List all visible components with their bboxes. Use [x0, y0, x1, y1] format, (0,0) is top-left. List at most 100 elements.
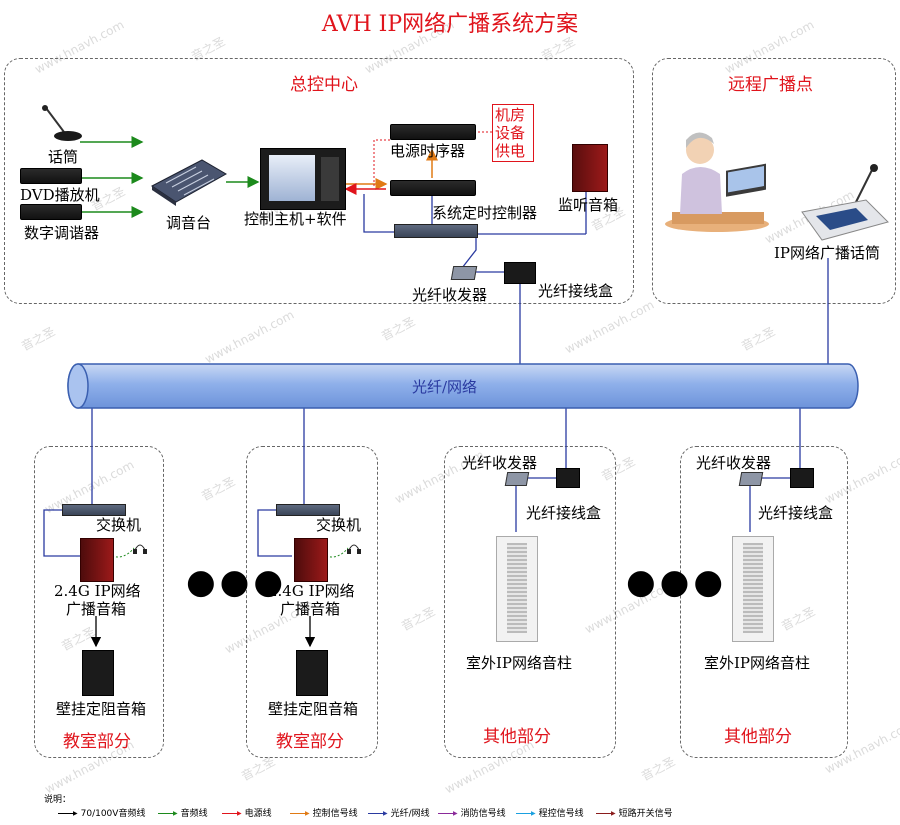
legend-label: 电源线: [244, 809, 272, 819]
switch-icon-classroom-1: [62, 504, 126, 516]
other-zone-2: [680, 446, 848, 758]
control-center-title: 总控中心: [290, 75, 358, 95]
fiber-box-label: 光纤接线盒: [538, 282, 614, 300]
ip-speaker-label-2b: 广播音箱: [280, 600, 341, 618]
legend-arrow-icon: ▶: [383, 810, 388, 817]
classroom-2-switch-speaker: [257, 509, 292, 557]
legend-item: ▶电源线: [222, 806, 272, 819]
control-center-zone: [4, 58, 634, 304]
monitor-speaker-label: 监听音箱: [558, 196, 619, 214]
legend-arrow-icon: ▶: [73, 810, 78, 817]
outdoor-fiber-box-label-1: 光纤接线盒: [526, 504, 602, 522]
switch-label-classroom-2: 交换机: [316, 516, 362, 534]
switch-label-classroom-1: 交换机: [96, 516, 142, 534]
network-label: 光纤/网络: [412, 378, 478, 396]
dvd-icon: [20, 168, 82, 184]
mixer-label: 调音台: [166, 214, 212, 232]
host-label: 控制主机+软件: [244, 210, 347, 228]
legend-line: [290, 813, 306, 814]
outdoor-fiber-box-icon-1: [556, 468, 580, 488]
outdoor-fiber-tx-label-2: 光纤收发器: [696, 454, 772, 472]
room-power-box: 机房 设备 供电: [492, 104, 534, 162]
timer-controller-label: 系统定时控制器: [432, 204, 538, 222]
power-sequencer-label: 电源时序器: [390, 142, 466, 160]
legend-label: 70/100V音频线: [80, 809, 146, 819]
switch-icon-classroom-2: [276, 504, 340, 516]
legend-item: ▶音频线: [158, 806, 208, 819]
classroom-zone-1: [34, 446, 164, 758]
legend-arrow-icon: ▶: [173, 810, 178, 817]
legend-item: ▶光纤/网线: [368, 806, 430, 819]
network-pipe: [67, 363, 859, 409]
legend-line: [158, 813, 174, 814]
tuner-label: 数字调谐器: [24, 224, 100, 242]
timer-controller-icon: [390, 180, 476, 196]
column-speaker-icon-1: [496, 536, 538, 642]
ip-speaker-icon-2: [294, 538, 328, 582]
power-sequencer-icon: [390, 124, 476, 140]
ip-speaker-label-1a: 2.4G IP网络: [54, 582, 141, 600]
switch-icon-center: [394, 224, 478, 238]
network-line-host-switch: [363, 194, 394, 233]
outdoor-fiber-box-icon-2: [790, 468, 814, 488]
other-title-1: 其他部分: [483, 727, 551, 747]
diagram-title: AVH IP网络广播系统方案: [321, 12, 579, 37]
legend-line: [596, 813, 612, 814]
room-power-line-2: 设备: [495, 124, 526, 142]
ellipsis-1: ●●●: [186, 562, 288, 602]
ip-speaker-label-1b: 广播音箱: [66, 600, 127, 618]
remote-zone: [652, 58, 896, 304]
fiber-box-icon: [504, 262, 536, 284]
outdoor-fiber-tx-icon-2: [738, 472, 764, 486]
legend-arrow-icon: ▶: [305, 810, 310, 817]
monitor-speaker-icon: [572, 144, 608, 192]
legend-item: ▶程控信号线: [516, 806, 584, 819]
ip-speaker-icon-1: [80, 538, 114, 582]
other-zone-1: [444, 446, 616, 758]
mixer-icon: [151, 159, 228, 206]
microphone-icon: [42, 105, 82, 141]
classroom-title-2: 教室部分: [276, 732, 344, 752]
column-speaker-icon-2: [732, 536, 774, 642]
classroom-1-wireless: [111, 547, 135, 558]
classroom-2-wireless: [325, 547, 349, 558]
classroom-zone-2: [246, 446, 378, 758]
legend-label: 控制信号线: [312, 809, 358, 819]
power-line-sequencer: [373, 139, 390, 186]
legend-label: 消防信号线: [460, 809, 506, 819]
legend-label: 音频线: [180, 809, 208, 819]
legend-item: ▶控制信号线: [290, 806, 358, 819]
legend-arrow-icon: ▶: [531, 810, 536, 817]
legend-label: 光纤/网线: [390, 809, 430, 819]
other-title-2: 其他部分: [724, 727, 792, 747]
host-icon: [260, 148, 346, 210]
outdoor-fiber-tx-icon-1: [504, 472, 530, 486]
legend-arrow-icon: ▶: [237, 810, 242, 817]
legend-arrow-icon: ▶: [611, 810, 616, 817]
legend-item: ▶消防信号线: [438, 806, 506, 819]
room-power-line-3: 供电: [495, 142, 526, 160]
room-power-line-1: 机房: [495, 106, 526, 124]
legend-line: [58, 813, 74, 814]
wall-speaker-icon-1: [82, 650, 114, 696]
ellipsis-2: ●●●: [626, 562, 728, 602]
wall-speaker-label-2: 壁挂定阻音箱: [268, 700, 359, 718]
outdoor-fiber-tx-label-1: 光纤收发器: [462, 454, 538, 472]
ip-mic-icon: [801, 164, 889, 241]
outdoor-fiber-box-label-2: 光纤接线盒: [758, 504, 834, 522]
remote-title: 远程广播点: [728, 75, 813, 95]
ip-mic-label: IP网络广播话筒: [774, 244, 881, 262]
operator-icon: [665, 132, 769, 232]
fiber-transceiver-label: 光纤收发器: [412, 286, 488, 304]
classroom-1-switch-speaker: [43, 509, 80, 557]
legend-label: 短路开关信号: [618, 809, 673, 819]
legend-item: ▶70/100V音频线: [58, 806, 145, 819]
legend-line: [368, 813, 384, 814]
legend-title: 说明：: [44, 795, 72, 805]
wall-speaker-label-1: 壁挂定阻音箱: [56, 700, 147, 718]
column-speaker-label-1: 室外IP网络音柱: [466, 654, 573, 672]
legend-label: 程控信号线: [538, 809, 584, 819]
microphone-label: 话筒: [48, 148, 79, 166]
column-speaker-label-2: 室外IP网络音柱: [704, 654, 811, 672]
